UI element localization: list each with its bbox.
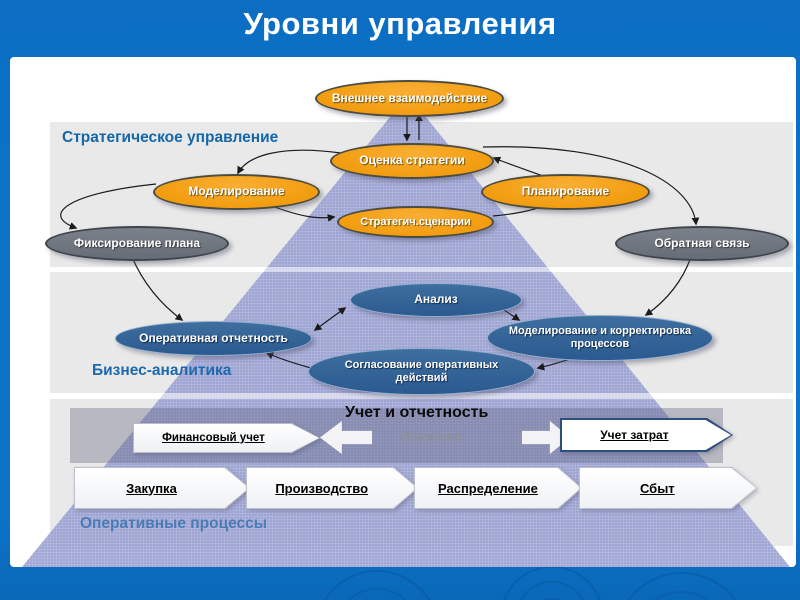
slide-title: Уровни управления (243, 6, 557, 41)
node-label: Согласование оперативных действий (344, 358, 499, 384)
arrow-label: Сбыт (639, 480, 675, 496)
node-label: Планирование (521, 184, 610, 199)
arrow-label: Закупка (126, 480, 177, 496)
arrow-fill (580, 468, 756, 508)
node-label: Стратегич.сценарии (360, 215, 471, 228)
cost-accounting-arrow: Учет затрат (560, 418, 733, 452)
arrow-fill (134, 424, 319, 452)
section-label-analytics: Бизнес-аналитика (92, 362, 232, 379)
node-operational-reporting: Оперативная отчетность (115, 321, 312, 356)
ripple-decoration-icon (615, 572, 749, 600)
arrow-label: Производство (275, 480, 369, 496)
arrow-fill (247, 468, 417, 508)
node-external-interaction: Внешнее взаимодействие (315, 80, 504, 117)
node-operational-coordination: Согласование оперативных действий (308, 348, 535, 395)
band-gap (50, 267, 793, 272)
process-arrow-distribution: Распределение (414, 467, 582, 509)
financial-accounting-arrow: Финансовый учет (133, 423, 320, 453)
arrow-label: Финансовый учет (162, 432, 265, 444)
node-label: Моделирование и корректировка процессов (508, 325, 692, 350)
node-label: Фиксирование плана (73, 235, 201, 250)
arrow-fill (415, 468, 581, 508)
ripple-decoration-icon (500, 566, 604, 600)
node-modeling: Моделирование (153, 174, 320, 210)
arrow-fill (75, 468, 249, 508)
arrow-label: Учет затрат (600, 428, 669, 442)
process-arrow-sales: Сбыт (579, 467, 757, 509)
node-label: Оперативная отчетность (139, 330, 288, 345)
arrow-label: Распределение (437, 480, 538, 496)
node-label: Оценка стратегии (359, 153, 465, 168)
reconciliation-label: Выверка (400, 428, 462, 444)
ripple-decoration-icon (315, 570, 439, 600)
node-plan-fixation: Фиксирование плана (45, 226, 229, 261)
node-feedback: Обратная связь (615, 226, 789, 261)
content-panel: Стратегическое управление Бизнес-аналити… (10, 57, 796, 567)
accounting-title: Учет и отчетность (345, 404, 489, 421)
node-process-adjustment: Моделирование и корректировка процессов (487, 315, 713, 361)
node-label: Обратная связь (654, 235, 750, 250)
node-analysis: Анализ (350, 283, 522, 317)
band-gap (50, 393, 793, 399)
node-planning: Планирование (481, 174, 650, 210)
node-label: Внешнее взаимодействие (331, 90, 488, 105)
process-arrow-procurement: Закупка (74, 467, 250, 509)
node-label: Анализ (414, 292, 458, 307)
node-strategic-scenarios: Стратегич.сценарии (337, 206, 494, 238)
arrow-fill (562, 420, 731, 450)
section-label-strategic: Стратегическое управление (62, 129, 279, 146)
node-strategy-evaluation: Оценка стратегии (330, 143, 494, 179)
node-label: Моделирование (188, 184, 285, 199)
process-arrow-production: Производство (246, 467, 418, 509)
section-label-operational: Оперативные процессы (80, 515, 268, 532)
